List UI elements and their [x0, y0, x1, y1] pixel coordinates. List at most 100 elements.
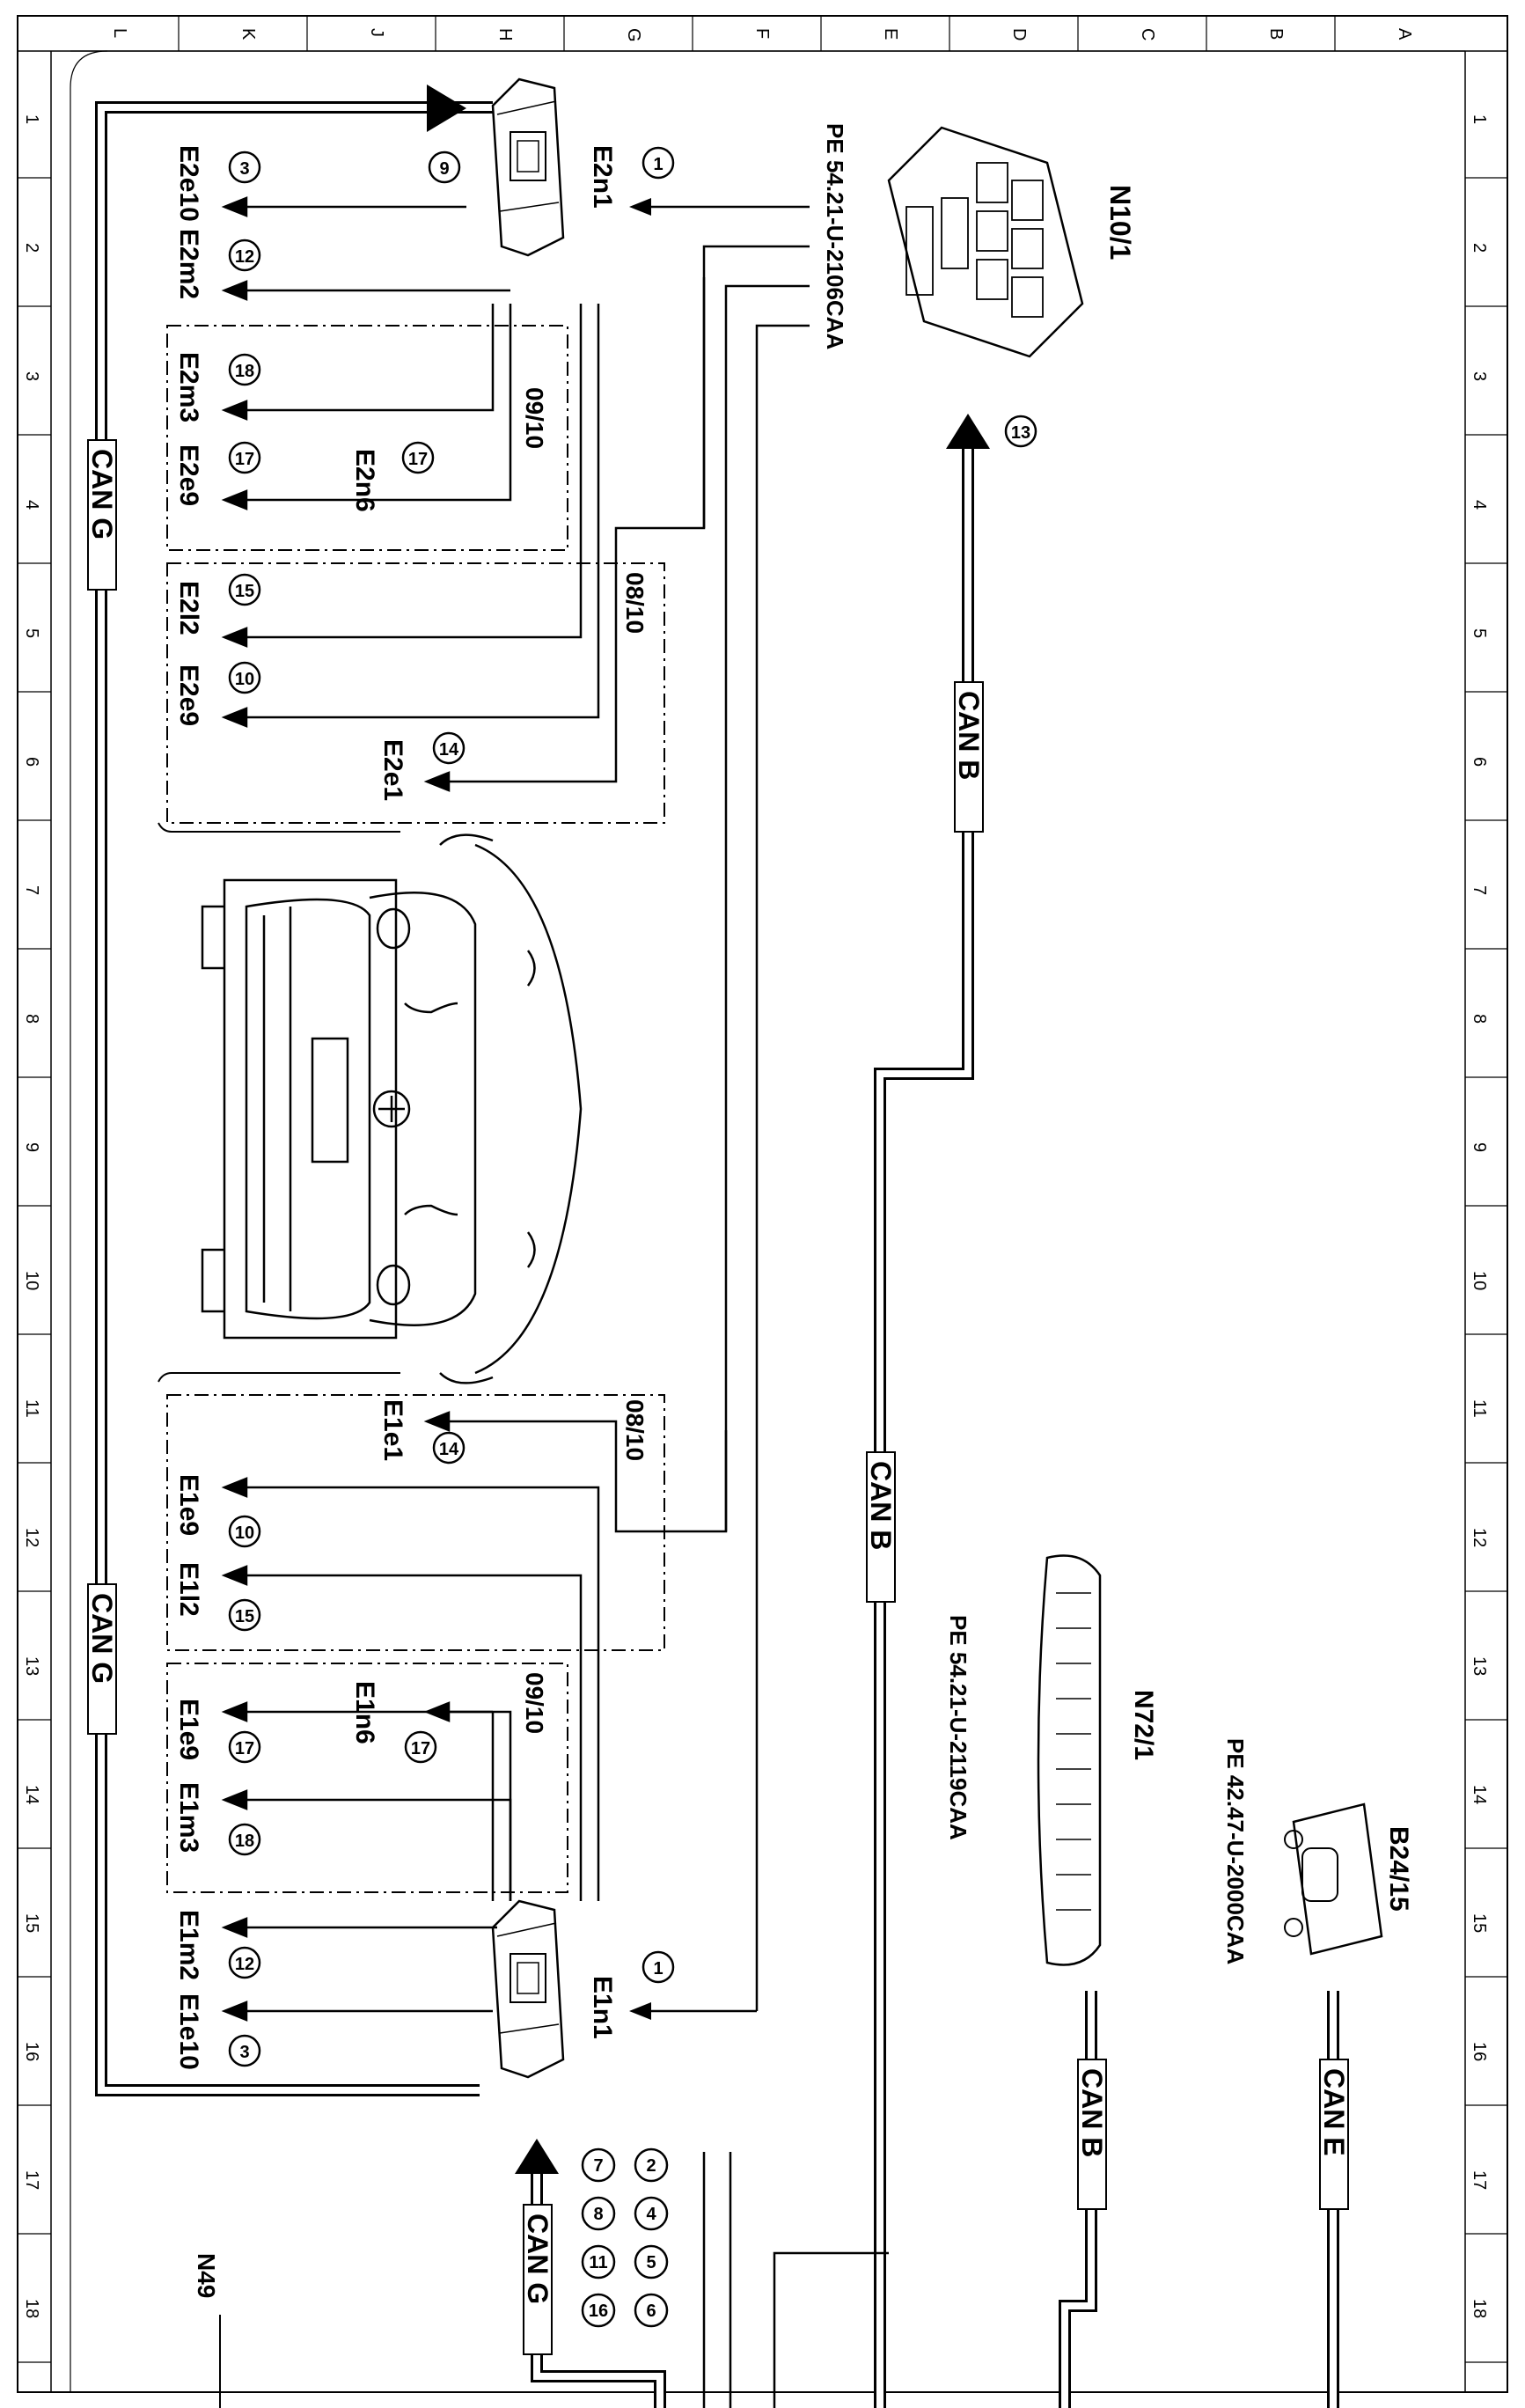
row-number: 16: [1470, 2042, 1489, 2061]
column-letter: F: [752, 28, 772, 39]
row-number: 15: [22, 1913, 41, 1933]
column-letter: H: [495, 28, 515, 40]
ref-number: 2: [646, 2156, 656, 2176]
can-g-label-lower: CAN G: [86, 1583, 118, 1735]
column-letter: E: [881, 28, 900, 40]
can-b-label-mid: CAN B: [953, 681, 985, 833]
output-label: E1m3: [174, 1782, 203, 1853]
row-number: 1: [1470, 114, 1489, 124]
output-ref: 17: [235, 1739, 254, 1758]
output-label: E2m2: [174, 229, 203, 299]
lower-dashed-group-b: 09/10: [166, 1663, 568, 1893]
row-number: 5: [1470, 628, 1489, 638]
row-number: 14: [1470, 1785, 1489, 1804]
column-letter: K: [238, 28, 258, 40]
row-number: 3: [22, 371, 41, 381]
car-front-illustration: [201, 833, 583, 1384]
row-number: 1: [22, 114, 41, 124]
row-number: 9: [1470, 1142, 1489, 1152]
ref-number: 16: [589, 2302, 608, 2321]
row-number: 17: [1470, 2170, 1489, 2190]
upper-dashed-group-a: 09/10: [166, 325, 568, 551]
output-ref: 17: [411, 1739, 430, 1758]
output-label: E2m3: [174, 352, 203, 422]
svg-text:PE 54.21-U-2119CAA: PE 54.21-U-2119CAA: [945, 1615, 971, 1840]
can-g-lower-text: CAN G: [86, 1593, 118, 1684]
output-label: E1e10: [174, 1993, 203, 2070]
can-g-arrow-top: [427, 84, 466, 132]
can-g-bus: [95, 101, 493, 2096]
column-letter: G: [624, 28, 643, 42]
svg-text:N10/1: N10/1: [1104, 185, 1136, 260]
output-label: E1e9: [174, 1699, 203, 1760]
output-ref: 3: [239, 159, 249, 179]
e2n1-label: 1 E2n1: [588, 145, 675, 209]
svg-text:N72/1: N72/1: [1129, 1690, 1158, 1760]
output-label: E2n6: [350, 449, 379, 512]
e1n1-label: 1 E1n1: [588, 1950, 675, 2039]
output-ref: 18: [235, 362, 254, 381]
output-ref: 14: [439, 740, 459, 760]
ref-circle: [634, 2196, 669, 2231]
can-b-arrow-n10: [946, 414, 990, 449]
svg-text:09/10: 09/10: [521, 1672, 548, 1734]
output-ref: 12: [235, 1955, 254, 1974]
row-number: 5: [22, 628, 41, 638]
output-label: E1e1: [378, 1399, 407, 1461]
upper-dashed-group-b: 08/10: [166, 562, 665, 824]
row-number: 8: [22, 1014, 41, 1024]
svg-text:CAN B: CAN B: [865, 1461, 897, 1550]
row-number: 4: [22, 500, 41, 510]
row-number: 18: [22, 2299, 41, 2318]
can-e-label: CAN E: [1318, 2059, 1350, 2210]
svg-text:E1n1: E1n1: [588, 1976, 617, 2039]
ref-circle: [581, 2244, 616, 2280]
row-number: 10: [1470, 1271, 1489, 1290]
output-callout: 14 E2e1: [378, 731, 466, 801]
svg-text:N49: N49: [193, 2253, 220, 2298]
output-ref: 10: [235, 670, 254, 689]
svg-text:13: 13: [1011, 423, 1030, 443]
n10-1-labels: N10/1 PE 54.21-U-2106CAA 13: [822, 123, 1136, 448]
row-number: 12: [22, 1528, 41, 1547]
ref-circle: [634, 2293, 669, 2328]
b24-15-labels: B24/15 PE 42.47-U-2000CAA: [1222, 1738, 1413, 1964]
ref-number: 6: [646, 2302, 656, 2321]
upper-output-arrows: [221, 196, 706, 792]
output-label: E2l2: [174, 581, 203, 635]
can-g-upper-text: CAN G: [86, 449, 118, 540]
row-number: 7: [22, 885, 41, 895]
svg-text:CAN E: CAN E: [1318, 2068, 1350, 2156]
n10-1-wires: [702, 245, 810, 2011]
column-letter: L: [110, 28, 129, 38]
bottom-center-wires: [702, 2152, 889, 2408]
row-number: 6: [1470, 757, 1489, 767]
ref-circle: [634, 2147, 669, 2183]
output-ref: 17: [235, 450, 254, 469]
output-label: E2e1: [378, 739, 407, 801]
ref-number: 5: [646, 2253, 656, 2272]
svg-text:1: 1: [653, 155, 663, 174]
output-callout: 18 E2m3: [174, 352, 261, 422]
svg-text:9: 9: [439, 159, 449, 179]
ref-circle: [634, 2244, 669, 2280]
column-letter: J: [367, 28, 386, 37]
output-label: E1l2: [174, 1562, 203, 1617]
svg-text:PE 54.21-U-2106CAA: PE 54.21-U-2106CAA: [822, 123, 848, 349]
row-number: 13: [22, 1656, 41, 1676]
row-number: 17: [22, 2170, 41, 2190]
